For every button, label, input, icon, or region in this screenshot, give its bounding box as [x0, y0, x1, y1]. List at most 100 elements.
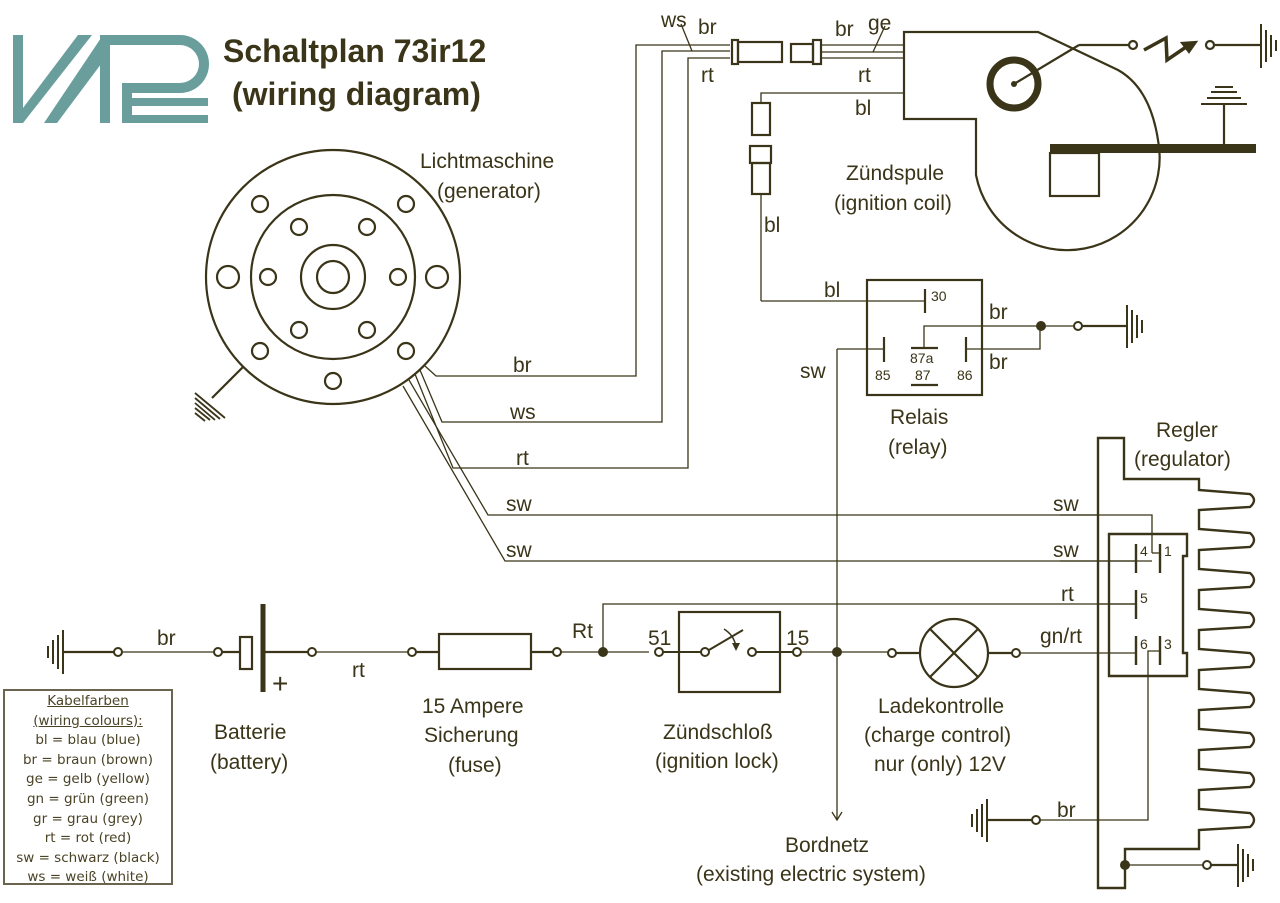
- generator-ground-icon: [194, 392, 226, 422]
- wire-label-gen-br: br: [513, 354, 532, 377]
- relay-pin-86: 86: [957, 367, 973, 383]
- wire-label-conn-ge: ge: [868, 12, 891, 35]
- wire-label-relay-sw: sw: [800, 360, 827, 383]
- relay-pin-85: 85: [875, 367, 891, 383]
- ground-icon-relay: [1082, 305, 1143, 348]
- generator-label-en: (generator): [437, 180, 541, 203]
- bordnetz-label: Bordnetz: [785, 834, 869, 857]
- ground-icon-reg-body: [1125, 844, 1254, 887]
- coil-label-en: (ignition coil): [834, 192, 952, 215]
- generator: [204, 148, 462, 406]
- fuse-label-3: (fuse): [448, 754, 502, 777]
- spark-gap-icon: [1127, 35, 1260, 64]
- vape-logo: [13, 35, 209, 123]
- reg-pin-3: 3: [1164, 636, 1172, 652]
- relay-pin-30: 30: [931, 288, 947, 304]
- fuse: [407, 632, 562, 671]
- wire-label-reg-br: br: [1057, 799, 1076, 822]
- legend-subheading: (wiring colours):: [33, 712, 143, 729]
- lock-pin-15: 15: [786, 627, 809, 650]
- ground-icon-reg-br: [971, 799, 1041, 842]
- wire-label-vert-bl: bl: [764, 214, 780, 237]
- fuse-label-2: Sicherung: [424, 724, 519, 747]
- fuse-label-1: 15 Ampere: [422, 695, 524, 718]
- wire-label-reg-sw1: sw: [1053, 493, 1080, 516]
- wire-label-gen-ws: ws: [509, 401, 536, 424]
- wire-label-fuse-Rt: Rt: [572, 620, 593, 643]
- generator-wires: [402, 44, 1153, 562]
- legend-entry: sw = schwarz (black): [16, 849, 160, 866]
- connector-right: [789, 38, 823, 66]
- wire-label-relay-br2: br: [989, 351, 1008, 374]
- wire-label-bat-rt: rt: [352, 659, 365, 682]
- legend-entry: gn = grün (green): [26, 790, 150, 807]
- wire-label-relay-br1: br: [989, 301, 1008, 324]
- wire-label-reg-gnrt: gn/rt: [1040, 625, 1082, 648]
- wire-label-bat-br: br: [157, 627, 176, 650]
- ground-icon-coil: [1260, 24, 1277, 68]
- relay-label-en: (relay): [888, 436, 948, 459]
- coil-label: Zündspule: [846, 162, 944, 185]
- coil-center-dot: [1011, 81, 1017, 87]
- wire-label-conn-br: br: [698, 16, 717, 39]
- ignition-lock-label-en: (ignition lock): [655, 750, 779, 773]
- wire-label-conn-ws: ws: [660, 9, 687, 32]
- junction-dot: [832, 647, 842, 657]
- regulator-label: Regler: [1156, 419, 1218, 442]
- relay: [837, 278, 1074, 397]
- wire-label-gen-sw2: sw: [506, 539, 533, 562]
- bordnetz-label-en: (existing electric system): [696, 863, 926, 886]
- reg-pin-6: 6: [1140, 636, 1148, 652]
- battery-ground-icon: [47, 630, 114, 674]
- title-line2: (wiring diagram): [232, 76, 481, 112]
- wire-label-relay-bl: bl: [824, 279, 840, 302]
- relay-label: Relais: [890, 406, 948, 429]
- legend-entry: gr = grau (grey): [33, 810, 143, 827]
- wire-label-conn-rt2: rt: [858, 64, 871, 87]
- ignition-lock: [654, 610, 802, 694]
- legend-entry: rt = rot (red): [44, 830, 132, 847]
- wire-label-gen-rt: rt: [516, 447, 529, 470]
- wire-label-reg-sw2: sw: [1053, 539, 1080, 562]
- relay-pin-87a: 87a: [910, 350, 934, 366]
- regulator-label-en: (regulator): [1134, 448, 1231, 471]
- lock-pin-51: 51: [648, 627, 671, 650]
- battery-plus: +: [272, 668, 288, 699]
- battery-label: Batterie: [214, 721, 286, 744]
- legend-entry: ge = gelb (yellow): [26, 771, 150, 788]
- battery-label-en: (battery): [210, 751, 288, 774]
- legend-heading: Kabelfarben: [47, 693, 129, 709]
- ignition-coil: [902, 30, 1161, 252]
- capacitor-plate: [1048, 86, 1256, 198]
- legend-entry: br = braun (brown): [22, 751, 154, 768]
- wiring-colour-legend: Kabelfarben (wiring colours): bl = blau …: [3, 689, 173, 885]
- main-circuit-wires: [122, 603, 1136, 654]
- wire-label-reg-rt: rt: [1061, 583, 1074, 606]
- bordnetz-wire: [831, 349, 843, 822]
- ignition-lock-label: Zündschloß: [663, 721, 773, 744]
- title-line1: Schaltplan 73ir12: [223, 33, 486, 69]
- reg-pin-5: 5: [1140, 590, 1148, 606]
- reg-pin-4: 4: [1140, 543, 1148, 559]
- connector-left: [730, 38, 784, 66]
- reg-pin-1: 1: [1164, 543, 1172, 559]
- legend-entry: bl = blau (blue): [35, 732, 141, 749]
- generator-label: Lichtmaschine: [420, 150, 554, 173]
- terminal: [1073, 321, 1083, 331]
- connector-wires: [680, 23, 904, 59]
- wire-label-conn-br2: br: [835, 18, 854, 41]
- battery: [113, 604, 317, 692]
- junction-dot: [598, 647, 608, 657]
- junction-dot: [1036, 321, 1046, 331]
- junction-dot: [1120, 860, 1130, 870]
- bl-wire: [760, 92, 925, 302]
- relay-pin-87: 87: [915, 367, 931, 383]
- wire-label-coil-bl: bl: [855, 97, 871, 120]
- charge-control-label-en: (charge control): [864, 724, 1011, 747]
- charge-control-note: nur (only) 12V: [874, 753, 1006, 776]
- inline-connector: [748, 101, 773, 196]
- wire-label-conn-rt: rt: [701, 64, 714, 87]
- charge-control-label: Ladekontrolle: [878, 695, 1004, 718]
- legend-entry: ws = weiß (white): [27, 869, 149, 886]
